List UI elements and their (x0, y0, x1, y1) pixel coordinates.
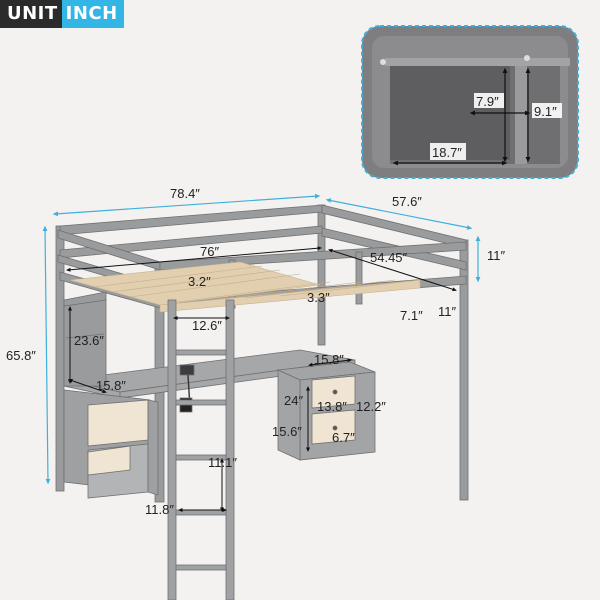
guard-height-label: 11″ (487, 248, 505, 263)
inner-width-label: 54.45″ (370, 250, 408, 265)
inch-label: INCH (61, 0, 124, 28)
left-drawer-stack (63, 389, 159, 499)
drawer-small-label: 6.7″ (332, 430, 355, 445)
inner-dimension-lines (66, 246, 457, 512)
dimension-labels: 78.4″ 57.6″ 65.8″ 11″ 76″ 54.45″ 3.2″ 3.… (6, 186, 505, 517)
right-drawer-cabinet (276, 361, 376, 461)
slat-gap-label: 3.2″ (188, 274, 211, 289)
ladder-step-label: 11.1″ (208, 455, 237, 470)
drawer-height-label: 24″ (284, 393, 303, 408)
shelf-depth-label: 15.8″ (96, 378, 126, 393)
dimension-lines (42, 193, 481, 485)
slat-width-label: 3.3″ (307, 290, 330, 305)
inset-closeup: 18.7″ 7.9″ 9.1″ (361, 25, 579, 179)
drawer-depth-label: 12.2″ (356, 399, 386, 414)
height-label: 65.8″ (6, 348, 36, 363)
ladder-width-label: 11.8″ (145, 502, 174, 517)
bed-slats (69, 261, 421, 313)
inset-width-label: 18.7″ (432, 145, 462, 160)
unit-label: UNIT (0, 0, 62, 28)
drawer-width-label: 13.8″ (317, 399, 347, 414)
shelf-height-label: 23.6″ (74, 333, 104, 348)
post-label: 12.6″ (192, 318, 222, 333)
drawer-base-label: 15.6″ (272, 424, 302, 439)
ladder (167, 299, 235, 600)
inner-length-label: 76″ (200, 244, 219, 259)
length-label: 78.4″ (170, 186, 200, 201)
width-label: 57.6″ (392, 194, 422, 209)
rail1-label: 7.1″ (400, 308, 423, 323)
unit-badge: UNIT INCH (0, 0, 124, 28)
inset-height1-label: 7.9″ (476, 94, 499, 109)
inset-height2-label: 9.1″ (534, 104, 557, 119)
rail2-label: 11″ (438, 304, 456, 319)
desk-depth-label: 15.8″ (314, 352, 344, 367)
